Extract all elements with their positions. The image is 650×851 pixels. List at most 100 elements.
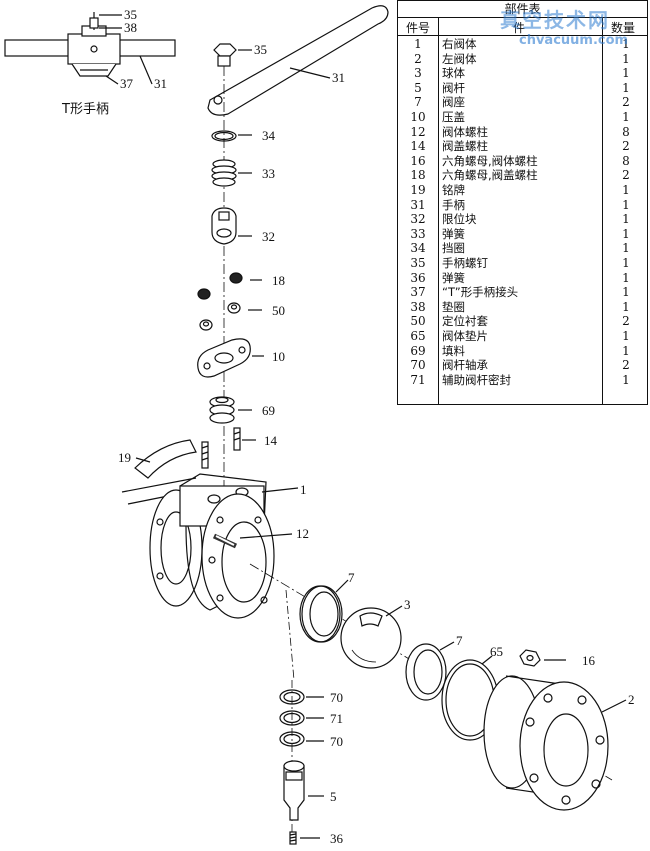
t-handle-caption: T形手柄 (62, 102, 109, 117)
part-name: 球体 (442, 66, 465, 81)
part-qty: 1 (622, 66, 630, 81)
part-qty: 1 (622, 51, 630, 66)
callout-labels: 35 38 37 31 35 31 34 33 32 18 50 10 69 1… (118, 7, 635, 846)
seat-left-part (299, 579, 349, 643)
part-name: 填料 (442, 343, 465, 358)
table-row: 37 “T”形手柄接头 1 (398, 285, 647, 300)
part-number: 3 (414, 66, 422, 81)
parts-table-header: 件号 件 数量 (398, 17, 647, 36)
header-part-name: 件 (513, 21, 526, 35)
part-number: 16 (410, 153, 426, 168)
part-qty: 1 (622, 270, 630, 285)
part-number: 69 (410, 343, 426, 358)
callout-65: 65 (490, 644, 503, 659)
callout-70a: 70 (330, 690, 343, 705)
part-name: “T”形手柄接头 (442, 285, 519, 300)
callout-31-detail: 31 (154, 76, 167, 91)
callout-36: 36 (330, 831, 344, 846)
nut-18-parts (197, 272, 262, 300)
table-row: 3 球体 1 (398, 66, 647, 81)
table-row: 69 填料 1 (398, 344, 647, 359)
part-qty: 1 (622, 343, 630, 358)
stop-block-part (211, 207, 252, 245)
callout-35-detail: 35 (124, 7, 137, 22)
part-number: 14 (410, 139, 426, 154)
callout-70b: 70 (330, 734, 343, 749)
part-qty: 1 (622, 80, 630, 95)
part-number: 65 (410, 329, 426, 343)
watermark-en: chvacuum.com (519, 33, 629, 48)
part-name: 阀盖螺柱 (442, 139, 488, 154)
nut-16-part (519, 649, 566, 667)
callout-16: 16 (582, 653, 596, 668)
handle-lever-part (207, 5, 389, 116)
handle-screw-part (213, 43, 252, 67)
bushing-50-parts (199, 302, 262, 331)
part-number: 35 (410, 256, 426, 270)
part-number: 37 (410, 285, 426, 300)
part-number: 2 (414, 51, 422, 66)
callout-50: 50 (272, 303, 285, 318)
parts-table-title: 部件表 (504, 2, 541, 16)
callout-31: 31 (332, 70, 345, 85)
table-row: 10 压盖 1 (398, 110, 647, 125)
watermark-cn: 真空技术网 (500, 8, 610, 32)
part-name: 手柄 (442, 197, 465, 212)
part-qty: 1 (622, 256, 630, 270)
t-handle-detail (4, 12, 176, 85)
spring-part (211, 159, 252, 187)
header-qty: 数量 (611, 21, 636, 35)
right-body-part (121, 473, 299, 619)
part-name: 辅助阀杆密封 (442, 372, 511, 387)
part-number: 12 (410, 124, 426, 139)
part-qty: 2 (622, 139, 630, 154)
part-number: 7 (414, 95, 422, 110)
part-qty: 1 (622, 285, 630, 300)
part-qty: 8 (622, 153, 630, 168)
part-name: 阀座 (442, 95, 465, 110)
part-number: 31 (410, 197, 426, 212)
part-number: 18 (410, 168, 426, 183)
nameplate-part (134, 439, 197, 479)
callout-69: 69 (262, 403, 275, 418)
part-number: 70 (410, 358, 426, 373)
part-qty: 2 (622, 314, 630, 329)
part-name: 垫圈 (442, 299, 465, 314)
callout-3: 3 (404, 597, 411, 612)
callout-18: 18 (272, 273, 285, 288)
part-qty: 1 (622, 197, 630, 212)
part-name: 弹簧 (442, 226, 465, 241)
stem-bearings-part (279, 689, 324, 747)
part-name: 压盖 (442, 110, 465, 124)
part-number: 1 (414, 37, 422, 51)
part-qty: 2 (622, 168, 630, 183)
part-qty: 1 (622, 226, 630, 241)
callout-35: 35 (254, 42, 267, 57)
part-number: 36 (410, 270, 426, 285)
part-name: 限位块 (442, 212, 477, 227)
part-qty: 1 (622, 110, 630, 124)
callout-10: 10 (272, 349, 285, 364)
part-qty: 1 (622, 372, 630, 387)
part-number: 10 (410, 110, 426, 124)
part-name: 阀体垫片 (442, 329, 488, 343)
part-name: 铭牌 (442, 183, 465, 197)
table-row: 71 辅助阀杆密封 1 (398, 373, 647, 388)
part-number: 71 (410, 372, 426, 387)
retaining-ring-part (211, 130, 252, 142)
